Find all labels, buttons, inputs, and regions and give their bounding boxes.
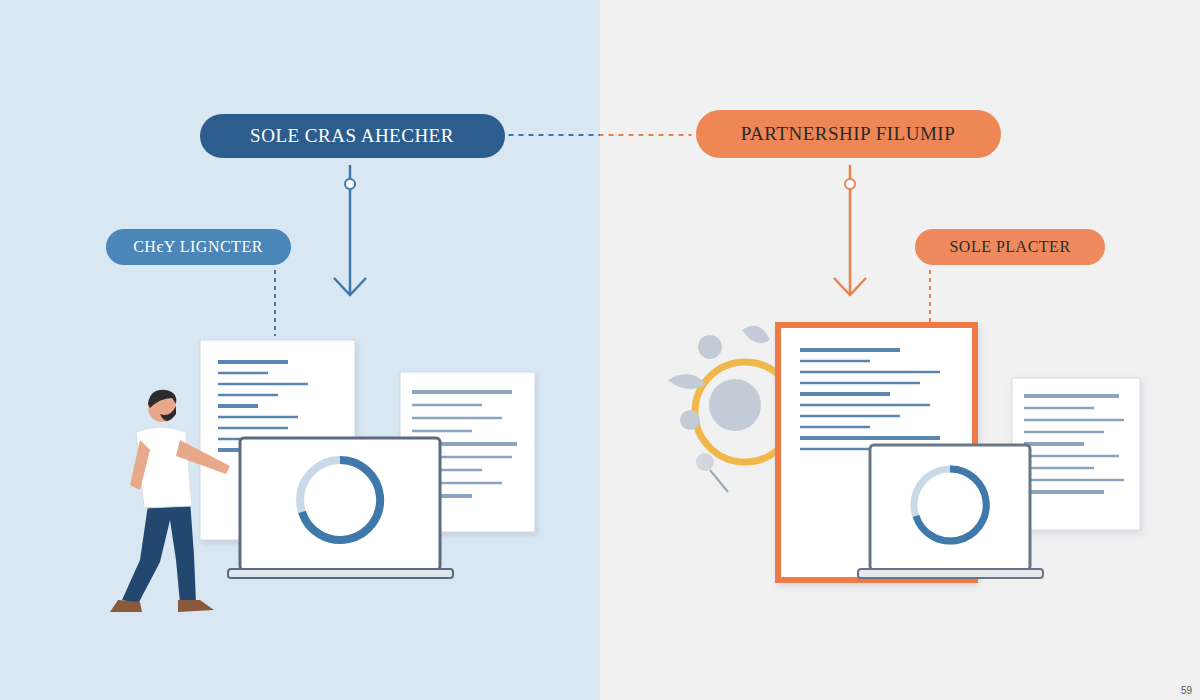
text-line [1024, 479, 1124, 482]
blue-arrow [334, 165, 366, 295]
text-line [412, 417, 502, 420]
text-line [1024, 490, 1104, 494]
text-line [218, 372, 268, 375]
text-line [218, 383, 308, 386]
pill-text: SOLE CRAS AHECHER [250, 125, 454, 147]
title-pill: SOLE CRAS AHECHER [200, 114, 505, 158]
tag-pill: SOLE PLACTER [915, 229, 1105, 265]
laptop [228, 438, 453, 578]
pill-text: PARTNERSHIP FILUMIP [741, 123, 955, 145]
text-line [1024, 467, 1094, 470]
text-line [800, 348, 900, 352]
text-line [412, 390, 512, 394]
text-line [800, 360, 870, 363]
text-line [1024, 394, 1119, 398]
text-line [1024, 431, 1104, 434]
pill-text: CHєY LIGNCTER [133, 238, 263, 256]
text-line [1024, 442, 1084, 446]
leader-line [274, 270, 276, 336]
right-ground [600, 0, 1200, 700]
dashed-connector [509, 134, 692, 136]
text-line [800, 404, 930, 407]
orange-arrow [834, 165, 866, 295]
left-ground [0, 0, 600, 700]
pill-text: SOLE PLACTER [949, 238, 1070, 256]
text-line [800, 415, 900, 418]
text-line [412, 404, 482, 407]
text-line [218, 427, 288, 430]
text-line [800, 382, 920, 385]
text-line [1024, 419, 1124, 422]
corner-label: 59 [1181, 685, 1192, 696]
title-pill: PARTNERSHIP FILUMIP [696, 110, 1001, 158]
text-line [800, 371, 940, 374]
text-line [800, 426, 870, 429]
text-line [218, 404, 258, 408]
leader-line [929, 270, 931, 322]
tag-pill: CHєY LIGNCTER [106, 229, 291, 265]
person [110, 390, 230, 612]
text-line [1024, 407, 1094, 410]
text-line [1024, 455, 1119, 458]
text-line [218, 416, 298, 419]
text-line [800, 392, 890, 396]
laptop [858, 445, 1043, 578]
text-line [218, 394, 278, 397]
text-line [218, 360, 288, 364]
text-line [412, 430, 472, 433]
text-line [800, 436, 940, 440]
